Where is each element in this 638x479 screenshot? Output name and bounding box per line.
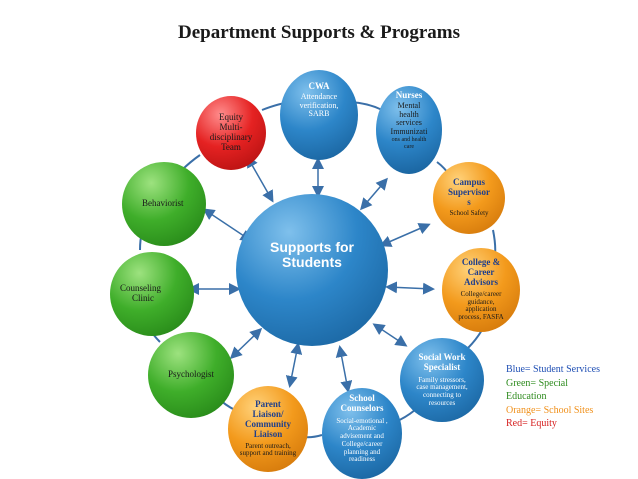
node-nurses-line: Immunizati	[390, 127, 428, 137]
node-campus-title: s	[467, 196, 471, 207]
node-parent-community-liaison: Parent Liaison/ Community Liaison Parent…	[228, 386, 308, 472]
spoke-psych	[229, 327, 263, 360]
node-campus-title: Supervisor	[447, 186, 490, 197]
node-college-title: Advisors	[463, 277, 498, 288]
legend-item-red: Red= Equity	[506, 418, 557, 429]
node-parent-title: Liaison/	[252, 408, 284, 419]
node-counseling-clinic: Counseling Clinic	[110, 252, 194, 336]
node-nurses: Nurses Mental health services Immunizati…	[376, 86, 442, 174]
node-parent-line: Parent outreach,	[245, 441, 291, 450]
node-counselors-line: College/career	[341, 439, 383, 448]
node-social-line: case management,	[416, 383, 468, 392]
node-nurses-line: Mental	[397, 100, 421, 110]
node-social-line: resources	[428, 398, 456, 407]
node-counselors-line: readiness	[348, 455, 376, 464]
node-college-line: guidance,	[467, 297, 495, 306]
node-counselors-line: Academic	[347, 424, 377, 433]
node-counselors-line: advisement and	[340, 432, 384, 441]
center-label-line2: Students	[282, 254, 342, 270]
legend-item-blue: Blue= Student Services	[506, 364, 600, 375]
node-nurses-line: care	[404, 143, 414, 150]
node-nurses-line: ons and health	[391, 137, 427, 144]
node-parent-line: support and training	[239, 449, 297, 458]
node-cwa: CWA Attendance verification, SARB	[280, 70, 358, 160]
node-social-title: Social Work	[418, 351, 466, 362]
node-clinic-title: Counseling	[120, 283, 162, 294]
node-nurses-title: Nurses	[395, 90, 423, 100]
node-social-title: Specialist	[423, 361, 461, 372]
node-equity-title: Team	[221, 141, 241, 152]
legend: Blue= Student Services Green= Special Ed…	[506, 363, 600, 431]
node-behaviorist: Behaviorist	[122, 162, 206, 246]
spoke-campus	[379, 223, 431, 247]
node-college-title: Career	[467, 267, 495, 278]
node-cwa-line: Attendance	[300, 91, 338, 101]
spoke-nurses	[360, 177, 388, 211]
spoke-equity	[246, 155, 274, 203]
node-counselors-line: Social-emotional ,	[336, 416, 388, 425]
node-college-line: process, FASFA	[458, 313, 504, 322]
node-college-line: College/career	[460, 289, 502, 298]
legend-item-orange: Orange= School Sites	[506, 404, 594, 416]
node-equity-team: Equity Multi- disciplinary Team	[196, 96, 266, 170]
node-counselors-title: School	[349, 393, 375, 403]
spoke-counselors	[335, 345, 353, 393]
node-social-line: Family stressors,	[418, 375, 466, 384]
node-clinic-title: Clinic	[132, 293, 154, 303]
node-school-counselors: School Counselors Social-emotional , Aca…	[322, 388, 402, 479]
node-parent-title: Parent	[255, 399, 281, 410]
node-social-work-specialist: Social Work Specialist Family stressors,…	[400, 338, 484, 422]
page-title: Department Supports & Programs	[178, 22, 460, 43]
node-cwa-line: SARB	[308, 109, 330, 119]
node-behaviorist-title: Behaviorist	[142, 198, 184, 209]
legend-item-green: Green= Special	[506, 377, 569, 389]
spoke-college	[385, 281, 435, 295]
node-nurses-line: services	[396, 118, 422, 128]
center-label-line1: Supports for	[270, 238, 354, 255]
node-counselors-line: planning and	[343, 447, 381, 456]
node-counselors-title: Counselors	[340, 402, 384, 413]
node-equity-title: disciplinary	[209, 132, 253, 142]
node-cwa-line: verification,	[299, 100, 339, 110]
legend-item-green-cont: Education	[506, 391, 547, 402]
spoke-social	[372, 323, 408, 347]
node-parent-title: Liaison	[253, 428, 283, 439]
node-campus-line: School Safety	[449, 209, 489, 218]
node-college-title: College &	[461, 257, 501, 268]
node-equity-title: Equity	[219, 112, 243, 123]
node-nurses-line: health	[399, 109, 419, 119]
node-college-line: application	[465, 305, 497, 314]
node-psychologist: Psychologist	[148, 332, 234, 418]
node-psychologist-title: Psychologist	[167, 369, 214, 380]
node-campus-title: Campus	[452, 176, 485, 187]
ring-arc-college-social	[467, 329, 483, 349]
node-campus-supervisors: Campus Supervisor s School Safety	[433, 162, 505, 234]
center-node-supports-for-students: Supports for Students	[236, 194, 388, 346]
node-equity-title: Multi-	[219, 122, 243, 133]
spoke-parent	[285, 342, 303, 388]
node-cwa-title: CWA	[308, 81, 330, 91]
node-parent-title: Community	[244, 418, 291, 429]
node-college-career-advisors: College & Career Advisors College/career…	[442, 248, 520, 332]
spoke-behaviorist	[202, 208, 253, 242]
node-social-line: connecting to	[423, 390, 461, 399]
